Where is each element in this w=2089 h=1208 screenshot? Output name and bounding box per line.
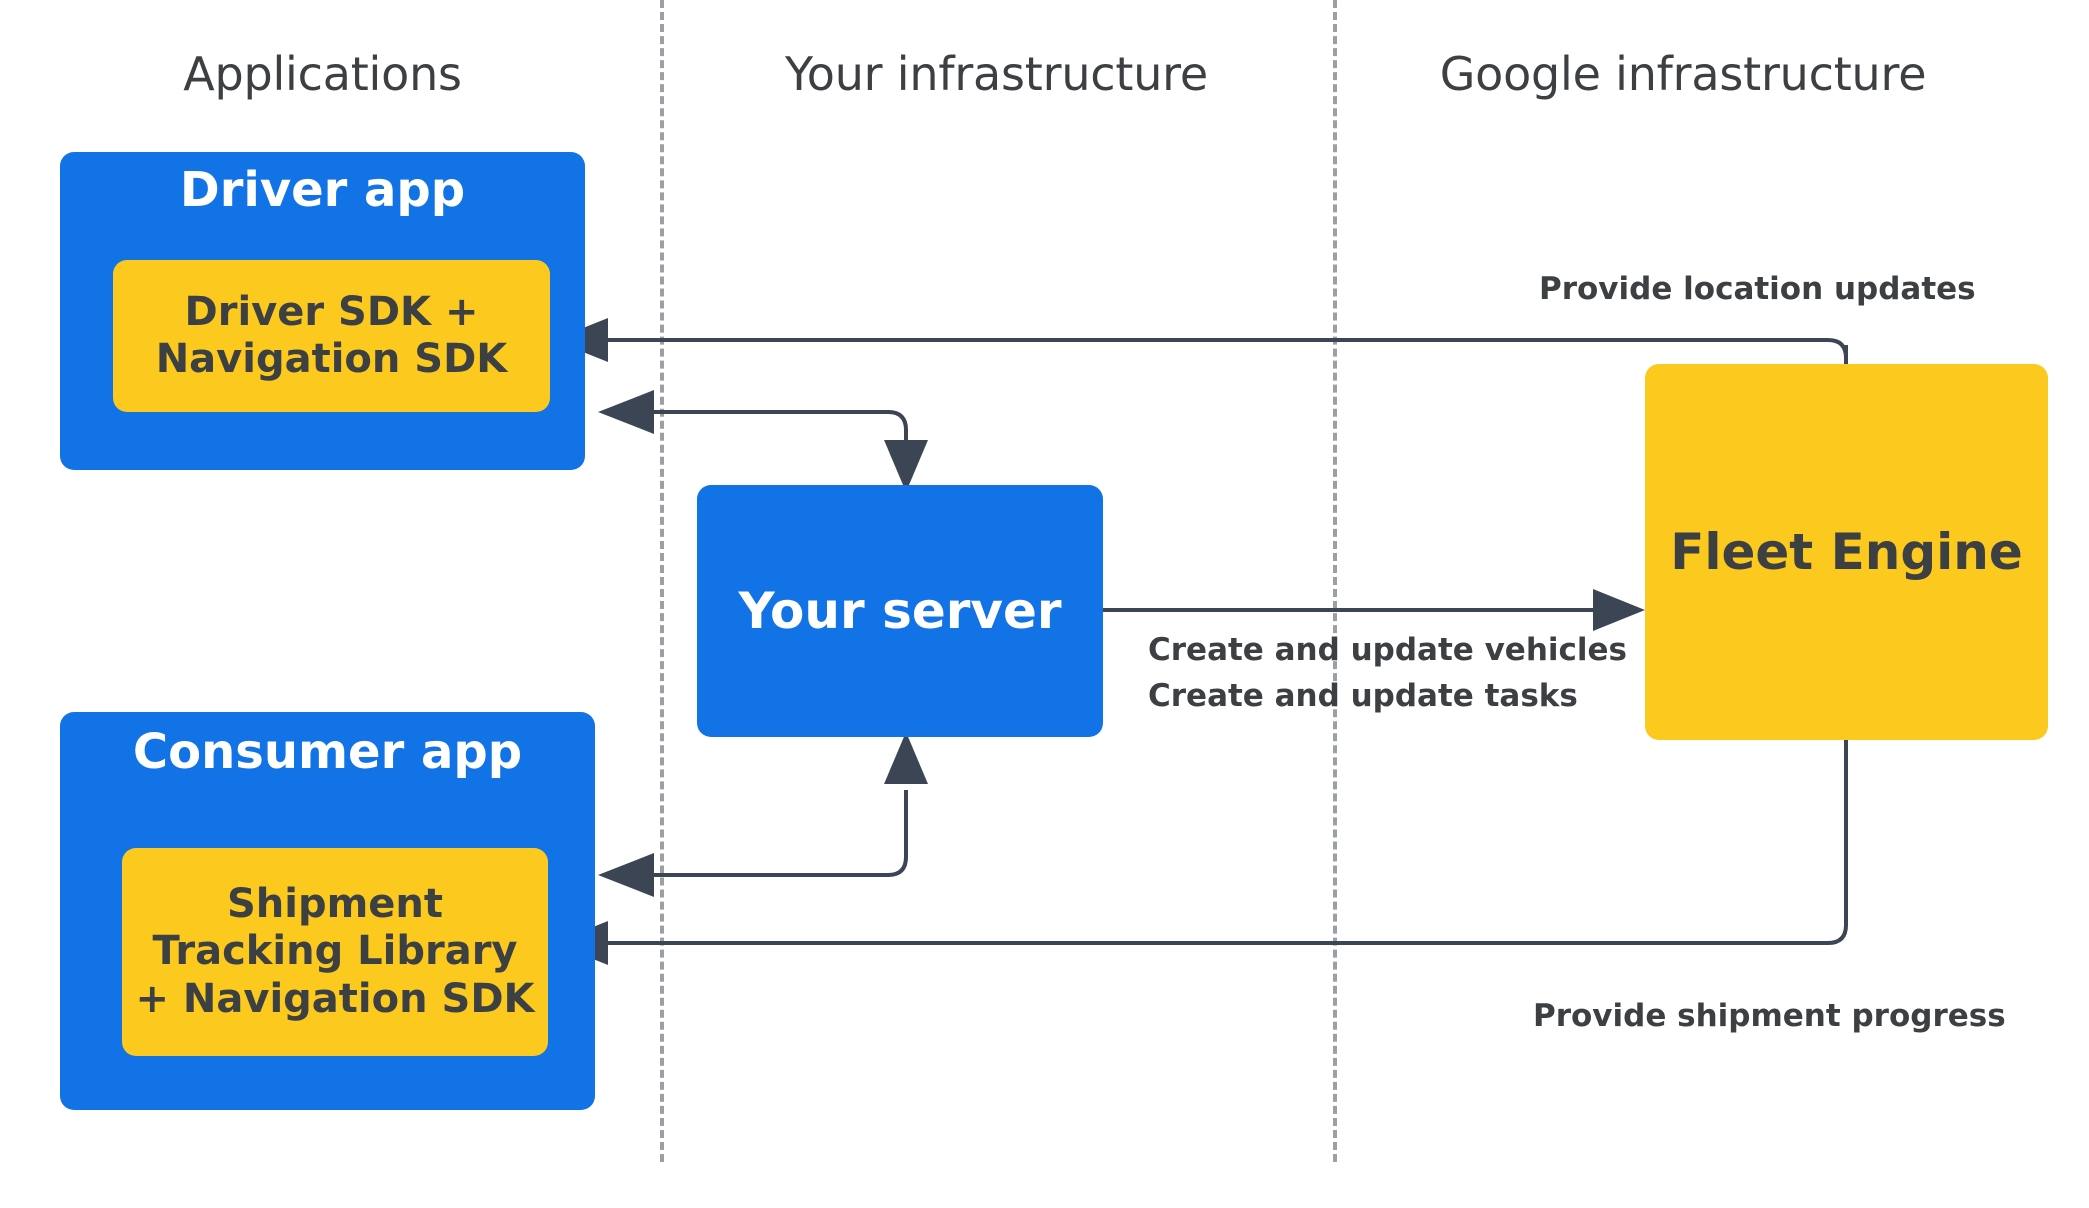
tracking-library-label-line2: Tracking Library (152, 928, 518, 975)
node-driver-app[interactable]: Driver app Driver SDK + Navigation SDK (60, 152, 585, 470)
driver-sdk-label-line1: Driver SDK + (184, 288, 479, 335)
node-fleet-engine[interactable]: Fleet Engine (1645, 364, 2048, 740)
tracking-library-label-line3: + Navigation SDK (135, 975, 535, 1022)
column-header-applications: Applications (183, 47, 462, 101)
connector-provide-location-updates (555, 338, 1848, 359)
driver-app-title: Driver app (179, 162, 466, 218)
driver-sdk-label-line2: Navigation SDK (155, 336, 508, 382)
consumer-app-title: Consumer app (132, 724, 523, 780)
connector-label-provide-location-updates: Provide location updates (1539, 271, 1976, 307)
connector-label-create-and-update-vehicles: Create and update vehicles (1148, 632, 1628, 668)
connector-provide-shipment-progress (570, 740, 1848, 945)
arrowhead-fleet-engine-left (1593, 589, 1645, 631)
node-your-server[interactable]: Your server (697, 485, 1103, 737)
your-server-label: Your server (738, 582, 1062, 640)
connector-server-to-driver-app (608, 410, 908, 465)
tracking-library-label-line1: Shipment (226, 881, 444, 928)
column-header-your-infrastructure: Your infrastructure (784, 47, 1208, 101)
divider-infrastructure-google (1333, 0, 1337, 1162)
connector-server-to-tracking-library (608, 790, 908, 877)
connector-label-provide-shipment-progress: Provide shipment progress (1533, 998, 2006, 1034)
connector-label-create-and-update-tasks: Create and update tasks (1148, 678, 1578, 714)
arrowhead-your-server-bottom (884, 732, 928, 784)
node-consumer-app[interactable]: Consumer app Shipment Tracking Library +… (60, 712, 595, 1110)
node-shipment-tracking-library[interactable]: Shipment Tracking Library + Navigation S… (122, 848, 548, 1056)
fleet-engine-label: Fleet Engine (1670, 523, 2023, 581)
node-driver-sdk[interactable]: Driver SDK + Navigation SDK (113, 260, 550, 412)
arrowhead-driver-app-left (598, 390, 654, 434)
divider-applications-infrastructure (660, 0, 664, 1162)
column-header-google-infrastructure: Google infrastructure (1439, 47, 1927, 101)
arrowhead-tracking-library-left (598, 853, 654, 897)
